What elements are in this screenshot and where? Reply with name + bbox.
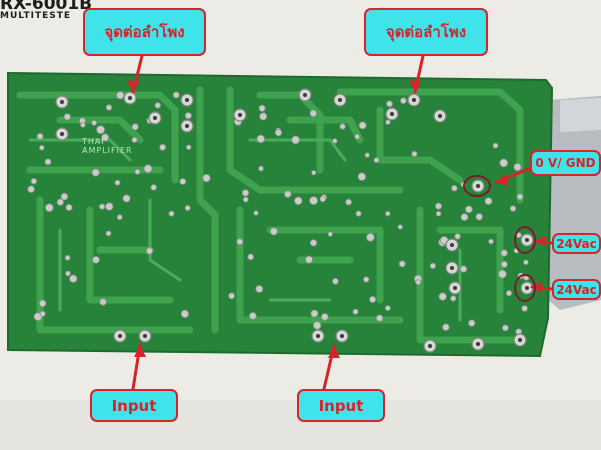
speaker-terminal-label-right: จุดต่อลำโพง (364, 8, 488, 56)
silkscreen-line-2: AMPLIFIER (82, 146, 133, 155)
brand-line-2: MULTITESTE (0, 11, 72, 21)
pcb-board (7, 71, 554, 358)
ac-input-label-bottom: 24Vac (552, 279, 601, 300)
heatsink (548, 96, 601, 310)
signal-input-label-right: Input (297, 389, 385, 422)
ground-label: 0 V/ GND (530, 150, 601, 176)
solder-pads (27, 88, 534, 353)
brand-line-1: RX-6001B (0, 0, 93, 14)
pcb-silkscreen: THAI AMPLIFIER (82, 137, 133, 155)
signal-input-label-left: Input (90, 389, 178, 422)
ac-input-label-top: 24Vac (552, 233, 601, 254)
marker-circles (463, 175, 536, 302)
silkscreen-line-1: THAI (82, 137, 105, 146)
copper-traces (16, 86, 524, 344)
speaker-terminal-label-left: จุดต่อลำโพง (83, 8, 206, 56)
